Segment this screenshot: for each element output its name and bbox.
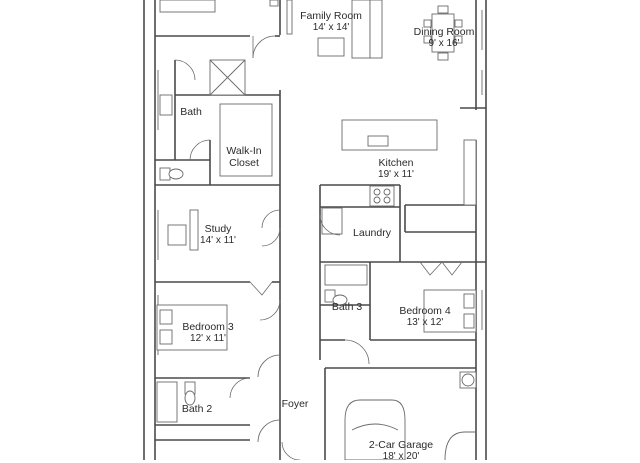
room-name: Family Room <box>300 10 362 22</box>
room-dims: 13' x 12' <box>406 317 444 328</box>
room-name: Bath <box>180 106 202 118</box>
room-label-bedroom-4: Bedroom 4 13' x 12' <box>399 305 450 329</box>
room-name: Bath 3 <box>331 301 363 313</box>
room-label-dining-room: Dining Room 9' x 16' <box>414 26 475 50</box>
room-name: Foyer <box>281 398 309 410</box>
room-name: Bedroom 4 <box>399 305 451 317</box>
room-name: Dining Room <box>413 26 475 38</box>
room-label-bath-2: Bath 2 <box>182 403 212 415</box>
room-dims: 12' x 11' <box>190 333 226 344</box>
room-dims: 18' x 20' <box>382 451 420 462</box>
room-name: Walk-In Closet <box>226 145 262 169</box>
room-label-garage: 2-Car Garage 18' x 20' <box>369 439 433 463</box>
room-name: Bath 2 <box>181 403 213 415</box>
room-name: Study <box>204 223 232 235</box>
room-dims: 14' x 14' <box>312 22 350 33</box>
doors <box>174 35 463 460</box>
room-label-study: Study 14' x 11' <box>200 223 236 247</box>
room-dims: 19' x 11' <box>378 169 414 180</box>
room-name: 2-Car Garage <box>368 439 434 451</box>
room-name: Bedroom 3 <box>182 321 234 333</box>
room-label-walk-in-closet: Walk-In Closet <box>226 133 261 169</box>
room-label-bath-3: Bath 3 <box>332 301 362 313</box>
fixtures <box>156 0 477 460</box>
room-dims: 9' x 16' <box>428 38 460 49</box>
room-label-family-room: Family Room 14' x 14' <box>300 10 362 34</box>
room-label-bedroom-3: Bedroom 3 12' x 11' <box>182 321 233 345</box>
room-dims: 14' x 11' <box>200 235 236 246</box>
room-label-foyer: Foyer <box>282 398 309 410</box>
room-label-kitchen: Kitchen 19' x 11' <box>378 157 414 181</box>
room-name: Kitchen <box>378 157 414 169</box>
room-name: Laundry <box>353 227 391 239</box>
room-label-bath: Bath <box>180 106 202 118</box>
room-label-laundry: Laundry <box>353 227 391 239</box>
